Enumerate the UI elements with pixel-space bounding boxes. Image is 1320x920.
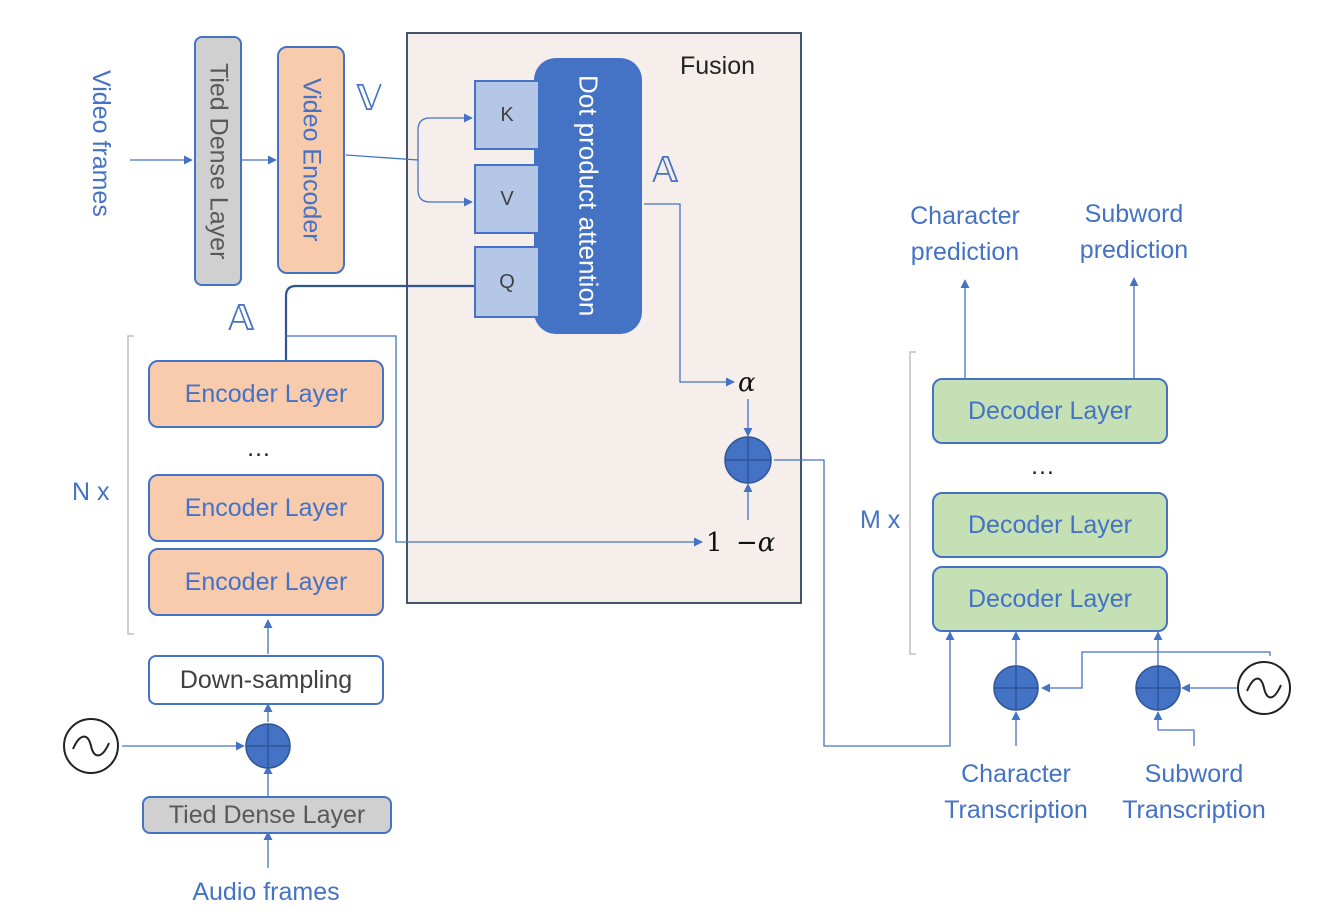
repeat-bracket-decoder — [909, 351, 916, 655]
decoder-repeat-label: M x — [860, 506, 901, 534]
dot-product-attention: Dot product attention — [534, 58, 642, 334]
character-prediction-line1: Character — [910, 202, 1020, 230]
one-label: 1 — [706, 528, 723, 558]
encoder-layer-middle: Encoder Layer — [148, 474, 384, 542]
fusion-title: Fusion — [680, 52, 756, 80]
subword-transcription-line2: Transcription — [1122, 796, 1266, 824]
attention-output-symbol: 𝔸 — [652, 150, 679, 191]
decoder-layer-middle: Decoder Layer — [932, 492, 1168, 558]
adder-character-icon — [993, 665, 1039, 711]
minus-alpha-label: −α — [736, 528, 776, 558]
repeat-bracket-encoder — [127, 335, 134, 635]
alpha-label: α — [738, 368, 756, 398]
encoder-ellipsis: … — [246, 434, 271, 462]
audio-feature-symbol: 𝔸 — [228, 298, 255, 339]
subword-transcription-line1: Subword — [1144, 760, 1244, 788]
down-sampling-box: Down-sampling — [148, 655, 384, 705]
audio-frames-label: Audio frames — [192, 878, 340, 906]
subword-prediction-line1: Subword — [1084, 200, 1184, 228]
adder-fusion-icon — [724, 436, 772, 484]
character-transcription-line1: Character — [961, 760, 1071, 788]
encoder-layer-top: Encoder Layer — [148, 360, 384, 428]
video-encoder: Video Encoder — [277, 46, 345, 274]
adder-subword-icon — [1135, 665, 1181, 711]
encoder-repeat-label: N x — [72, 478, 110, 506]
encoder-layer-bottom: Encoder Layer — [148, 548, 384, 616]
subword-prediction-line2: prediction — [1079, 236, 1189, 264]
adder-audio-icon — [245, 723, 291, 769]
decoder-layer-top: Decoder Layer — [932, 378, 1168, 444]
value-box: V — [474, 164, 540, 234]
decoder-layer-bottom: Decoder Layer — [932, 566, 1168, 632]
video-feature-symbol: 𝕍 — [356, 78, 383, 119]
video-tied-dense-layer: Tied Dense Layer — [194, 36, 242, 286]
positional-encoding-audio-icon — [63, 718, 119, 774]
character-prediction-line2: prediction — [910, 238, 1020, 266]
audio-tied-dense-layer: Tied Dense Layer — [142, 796, 392, 834]
query-box: Q — [474, 246, 540, 318]
character-transcription-line2: Transcription — [944, 796, 1088, 824]
decoder-ellipsis: … — [1030, 452, 1055, 480]
positional-encoding-decoder-icon — [1237, 661, 1291, 715]
key-box: K — [474, 80, 540, 150]
video-frames-label: Video frames — [87, 70, 115, 217]
